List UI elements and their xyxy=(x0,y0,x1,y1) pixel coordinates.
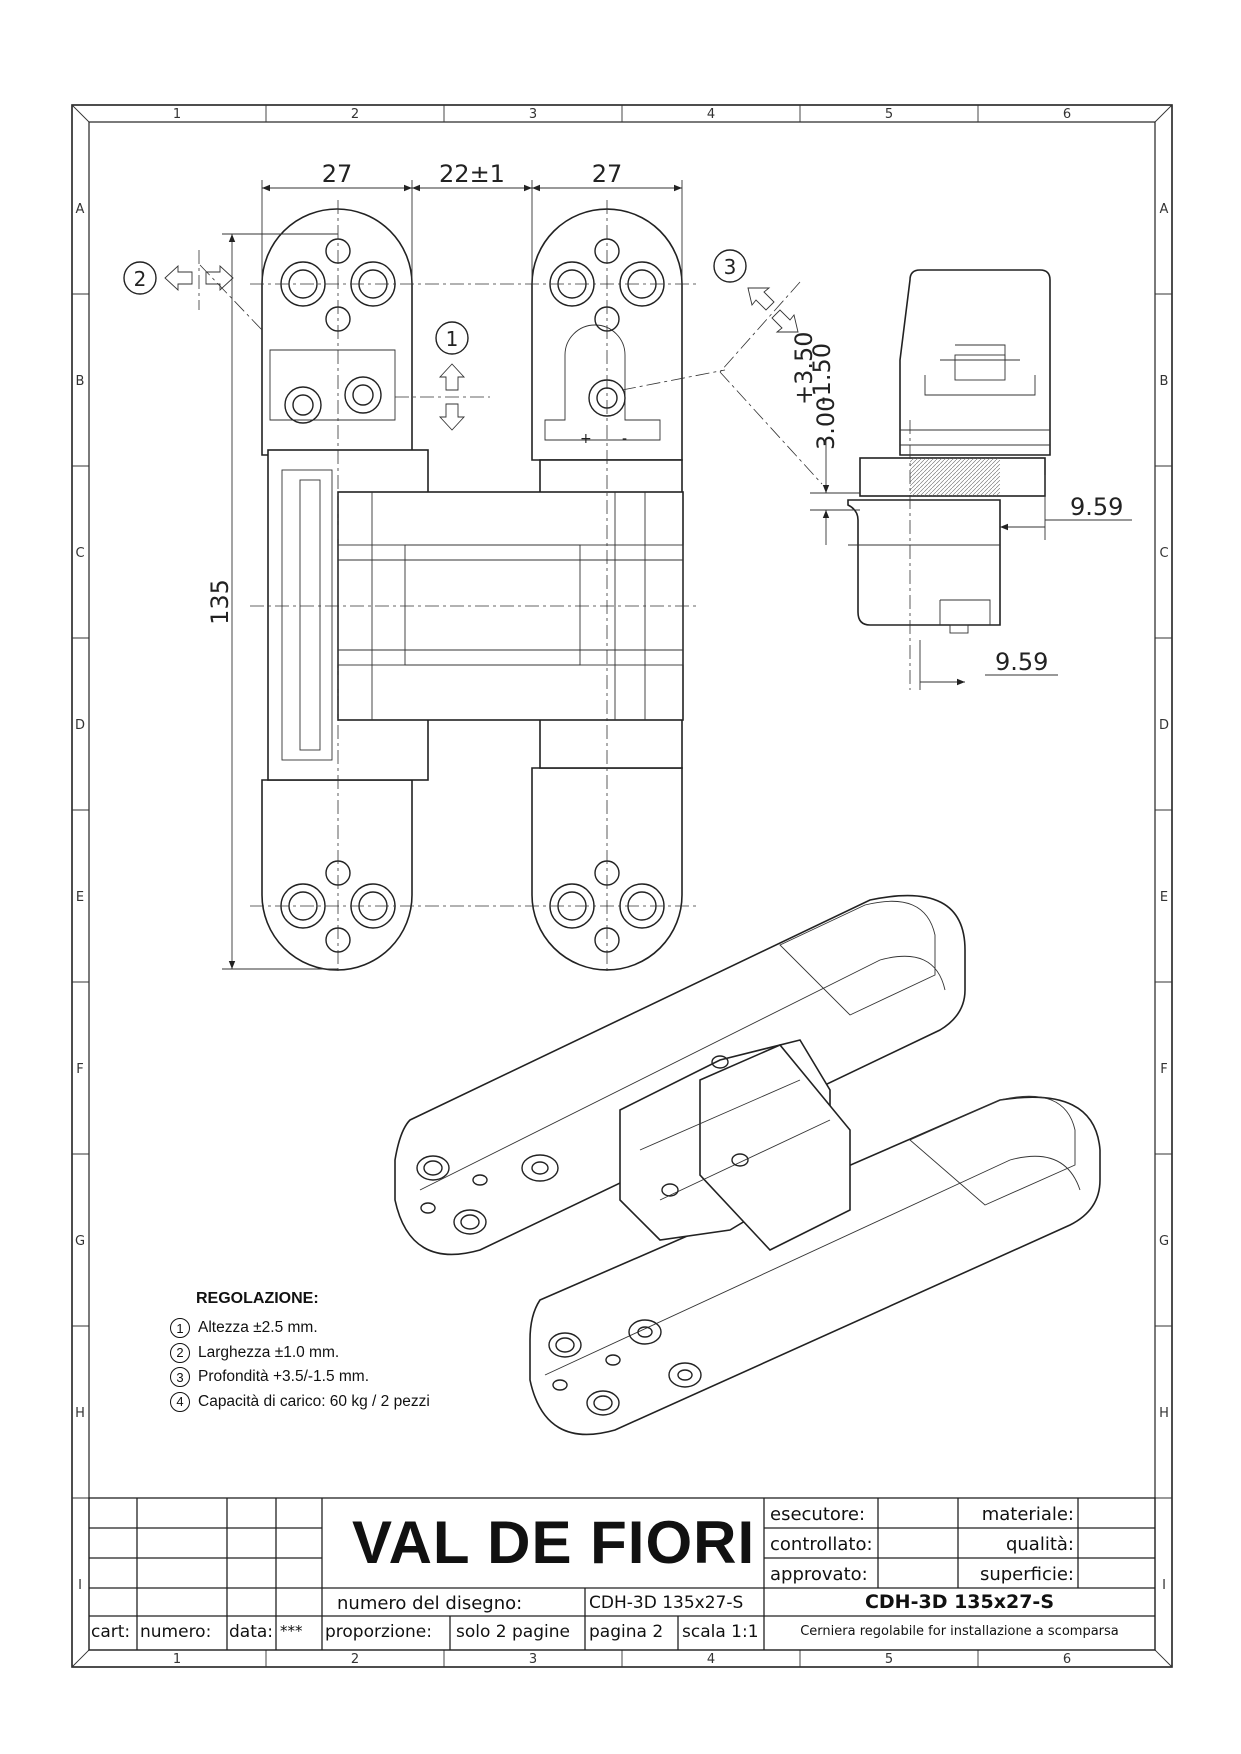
row-label-left: I xyxy=(78,1578,82,1593)
callout-number: 1 xyxy=(446,327,459,351)
callout-depth: 3 xyxy=(713,249,823,485)
label-numero: numero: xyxy=(140,1622,212,1642)
row-label-right: F xyxy=(1160,1062,1167,1077)
label-approvato: approvato: xyxy=(770,1564,868,1585)
col-label-top: 4 xyxy=(707,107,715,122)
adjust-minus-sign: - xyxy=(622,431,627,447)
row-label-right: A xyxy=(1160,202,1169,217)
callout-number: 3 xyxy=(724,255,737,279)
row-label-right: B xyxy=(1160,374,1169,389)
title-block-grid xyxy=(88,1497,1156,1651)
dimension-width-right: 27 xyxy=(592,160,623,188)
adjustment-legend: REGOLAZIONE: 1 Altezza ±2.5 mm. 2 Larghezz… xyxy=(170,1290,430,1414)
col-label-bottom: 2 xyxy=(351,1652,359,1667)
col-label-top: 6 xyxy=(1063,107,1071,122)
row-label-left: A xyxy=(76,202,85,217)
hinge-side-view xyxy=(847,269,1051,690)
col-label-bottom: 1 xyxy=(173,1652,181,1667)
label-controllato: controllato: xyxy=(770,1534,873,1555)
row-label-right: E xyxy=(1160,890,1168,905)
label-esecutore: esecutore: xyxy=(770,1504,866,1525)
scale: scala 1:1 xyxy=(682,1622,759,1642)
callout-number: 2 xyxy=(134,267,147,291)
label-proporzione: proporzione: xyxy=(325,1622,432,1642)
row-label-right: I xyxy=(1162,1578,1166,1593)
row-label-left: B xyxy=(76,374,85,389)
col-label-top: 3 xyxy=(529,107,537,122)
row-label-right: D xyxy=(1159,718,1169,733)
label-superficie: superficie: xyxy=(979,1564,1074,1585)
dimension-depth-base: 3.00 xyxy=(812,397,840,450)
legend-text: Capacità di carico: 60 kg / 2 pezzi xyxy=(198,1392,430,1410)
row-label-right: C xyxy=(1159,546,1168,561)
legend-number: 3 xyxy=(170,1367,190,1388)
row-label-left: F xyxy=(76,1062,83,1077)
dimension-depth-upper: +3.50 xyxy=(790,331,818,405)
dimension-gap: 22±1 xyxy=(439,160,505,188)
drawing-number: CDH-3D 135x27-S xyxy=(589,1593,744,1613)
callout-height: 1 xyxy=(395,321,490,431)
legend-item: 4 Capacità di carico: 60 kg / 2 pezzi xyxy=(170,1390,430,1415)
col-label-top: 5 xyxy=(885,107,893,122)
dimension-depth-lower: -1.50 xyxy=(808,343,836,405)
col-label-bottom: 5 xyxy=(885,1652,893,1667)
product-code: CDH-3D 135x27-S xyxy=(864,1591,1055,1613)
legend-title: REGOLAZIONE: xyxy=(196,1290,319,1307)
dimension-width-left: 27 xyxy=(322,160,353,188)
row-label-left: D xyxy=(75,718,85,733)
legend-item: 1 Altezza ±2.5 mm. xyxy=(170,1316,430,1341)
row-label-left: H xyxy=(75,1406,85,1421)
hinge-front-view: + - xyxy=(199,200,726,975)
dimension-height: 135 xyxy=(206,579,234,625)
legend-item: 3 Profondità +3.5/-1.5 mm. xyxy=(170,1365,430,1390)
label-stars: *** xyxy=(280,1622,303,1640)
label-data: data: xyxy=(229,1622,274,1642)
col-label-top: 1 xyxy=(173,107,181,122)
dimension-offset-bottom: 9.59 xyxy=(995,648,1048,676)
row-label-left: G xyxy=(75,1234,85,1249)
company-name: VAL DE FIORI xyxy=(352,1509,756,1576)
adjust-plus-sign: + xyxy=(580,431,592,447)
row-label-left: E xyxy=(76,890,84,905)
side-view-dimensions: 3.00 +3.50 -1.50 9.59 9.59 xyxy=(790,331,1132,690)
legend-number: 4 xyxy=(170,1391,190,1412)
callout-width: 2 xyxy=(123,250,234,310)
label-qualita: qualità: xyxy=(1005,1534,1074,1555)
col-label-bottom: 4 xyxy=(707,1652,715,1667)
label-materiale: materiale: xyxy=(981,1504,1074,1525)
hinge-isometric-view xyxy=(394,894,1101,1436)
row-label-left: C xyxy=(75,546,84,561)
front-view-dimensions: 27 22±1 27 135 xyxy=(206,160,683,970)
col-label-bottom: 3 xyxy=(529,1652,537,1667)
row-label-right: G xyxy=(1159,1234,1169,1249)
label-numero-disegno: numero del disegno: xyxy=(337,1593,523,1614)
legend-text: Altezza ±2.5 mm. xyxy=(198,1319,318,1337)
row-label-right: H xyxy=(1159,1406,1169,1421)
dimension-offset-top: 9.59 xyxy=(1070,493,1123,521)
page-number: pagina 2 xyxy=(589,1622,664,1642)
label-cart: cart: xyxy=(91,1622,131,1642)
product-description: Cerniera regolabile for installazione a … xyxy=(800,1624,1119,1639)
legend-text: Larghezza ±1.0 mm. xyxy=(198,1343,340,1361)
legend-item: 2 Larghezza ±1.0 mm. xyxy=(170,1341,430,1366)
legend-number: 1 xyxy=(170,1318,190,1339)
legend-text: Profondità +3.5/-1.5 mm. xyxy=(198,1368,370,1386)
pages-note: solo 2 pagine xyxy=(456,1622,570,1642)
legend-number: 2 xyxy=(170,1342,190,1363)
col-label-bottom: 6 xyxy=(1063,1652,1071,1667)
col-label-top: 2 xyxy=(351,107,359,122)
